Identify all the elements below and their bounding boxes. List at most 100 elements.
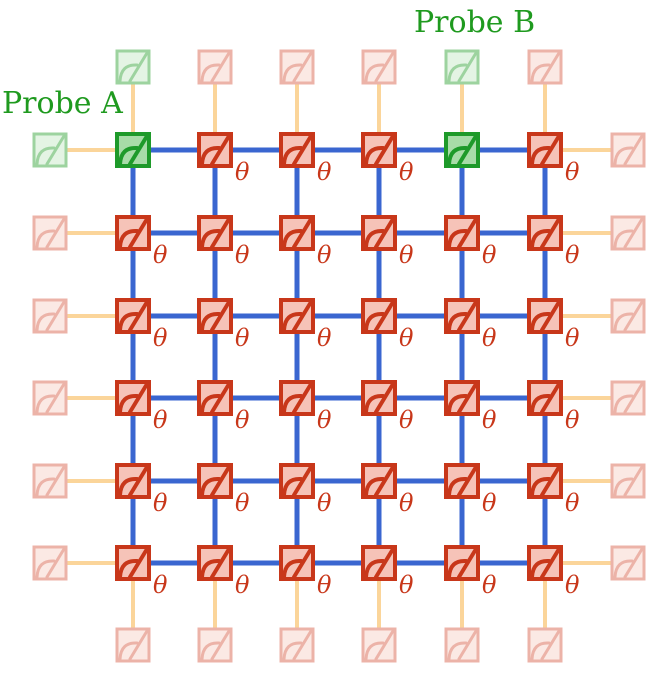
site-r3-c3 — [361, 380, 397, 416]
ghost-site-right-4 — [610, 463, 646, 499]
theta-label: θ — [317, 406, 332, 434]
theta-labels: θ θ θ θ θ θ θ θ θ θ θ θ θ θ θ θ θ θ θ θ θ θ θ θ θ θ θ θ θ θ θ θ θ θ — [153, 158, 580, 599]
ghost-site-top-0 — [115, 49, 151, 85]
theta-label: θ — [565, 406, 580, 434]
site-r5-c5 — [527, 545, 563, 581]
theta-label: θ — [565, 489, 580, 517]
ghost-site-top-1 — [197, 49, 233, 85]
ghost-site-left-5 — [32, 545, 68, 581]
site-r3-c0 — [115, 380, 151, 416]
site-r1-c1 — [197, 215, 233, 251]
site-r3-c5 — [527, 380, 563, 416]
theta-label: θ — [317, 324, 332, 352]
theta-label: θ — [399, 571, 414, 599]
site-r0-c3 — [361, 132, 397, 168]
site-r1-c4 — [444, 215, 480, 251]
ghost-site-right-0 — [610, 132, 646, 168]
theta-label: θ — [482, 324, 497, 352]
site-r3-c4 — [444, 380, 480, 416]
site-r3-c1 — [197, 380, 233, 416]
site-r1-c3 — [361, 215, 397, 251]
ghost-site-right-1 — [610, 215, 646, 251]
theta-label: θ — [153, 241, 168, 269]
ghost-site-bottom-0 — [115, 627, 151, 663]
theta-label: θ — [153, 406, 168, 434]
ghost-site-right-2 — [610, 298, 646, 334]
ghost-site-left-1 — [32, 215, 68, 251]
site-r5-c0 — [115, 545, 151, 581]
ghost-site-bottom-2 — [279, 627, 315, 663]
theta-label: θ — [235, 571, 250, 599]
theta-label: θ — [235, 158, 250, 186]
theta-label: θ — [399, 241, 414, 269]
site-r0-c5 — [527, 132, 563, 168]
theta-label: θ — [565, 324, 580, 352]
theta-label: θ — [153, 324, 168, 352]
theta-label: θ — [317, 158, 332, 186]
theta-label: θ — [565, 241, 580, 269]
ghost-site-right-3 — [610, 380, 646, 416]
theta-label: θ — [399, 489, 414, 517]
ghost-site-top-2 — [279, 49, 315, 85]
ghost-site-bottom-3 — [361, 627, 397, 663]
theta-label: θ — [153, 489, 168, 517]
probe-b-site — [444, 132, 480, 168]
ghost-site-bottom-5 — [527, 627, 563, 663]
theta-label: θ — [235, 241, 250, 269]
theta-label: θ — [399, 324, 414, 352]
ghost-site-top-5 — [527, 49, 563, 85]
ghost-site-bottom-1 — [197, 627, 233, 663]
site-r3-c2 — [279, 380, 315, 416]
site-r4-c0 — [115, 463, 151, 499]
site-r2-c4 — [444, 298, 480, 334]
site-r4-c3 — [361, 463, 397, 499]
theta-label: θ — [482, 406, 497, 434]
theta-label: θ — [317, 489, 332, 517]
ghost-site-left-4 — [32, 463, 68, 499]
ghost-site-top-3 — [361, 49, 397, 85]
site-r2-c3 — [361, 298, 397, 334]
theta-label: θ — [235, 406, 250, 434]
ghost-site-bottom-4 — [444, 627, 480, 663]
site-r1-c5 — [527, 215, 563, 251]
theta-label: θ — [482, 489, 497, 517]
ghost-site-left-2 — [32, 298, 68, 334]
site-r2-c2 — [279, 298, 315, 334]
site-r1-c0 — [115, 215, 151, 251]
site-r4-c2 — [279, 463, 315, 499]
theta-label: θ — [565, 158, 580, 186]
theta-label: θ — [399, 158, 414, 186]
probe-b-label: Probe B — [414, 5, 535, 40]
site-r4-c1 — [197, 463, 233, 499]
lattice-sites — [115, 132, 563, 581]
site-r2-c1 — [197, 298, 233, 334]
site-r4-c4 — [444, 463, 480, 499]
ghost-site-right-5 — [610, 545, 646, 581]
ghost-site-top-4 — [444, 49, 480, 85]
theta-label: θ — [482, 241, 497, 269]
site-r5-c2 — [279, 545, 315, 581]
theta-label: θ — [317, 571, 332, 599]
theta-label: θ — [565, 571, 580, 599]
site-r2-c5 — [527, 298, 563, 334]
site-r5-c1 — [197, 545, 233, 581]
theta-label: θ — [153, 571, 168, 599]
site-r1-c2 — [279, 215, 315, 251]
site-r5-c3 — [361, 545, 397, 581]
ghost-site-left-3 — [32, 380, 68, 416]
probe-a-label: Probe A — [2, 86, 123, 121]
theta-label: θ — [317, 241, 332, 269]
theta-label: θ — [482, 571, 497, 599]
theta-label: θ — [399, 406, 414, 434]
probe-a-site — [115, 132, 151, 168]
boundary-sites — [32, 49, 646, 663]
ghost-site-left-0 — [32, 132, 68, 168]
site-r5-c4 — [444, 545, 480, 581]
site-r4-c5 — [527, 463, 563, 499]
theta-label: θ — [235, 489, 250, 517]
theta-label: θ — [235, 324, 250, 352]
site-r2-c0 — [115, 298, 151, 334]
site-r0-c2 — [279, 132, 315, 168]
site-r0-c1 — [197, 132, 233, 168]
